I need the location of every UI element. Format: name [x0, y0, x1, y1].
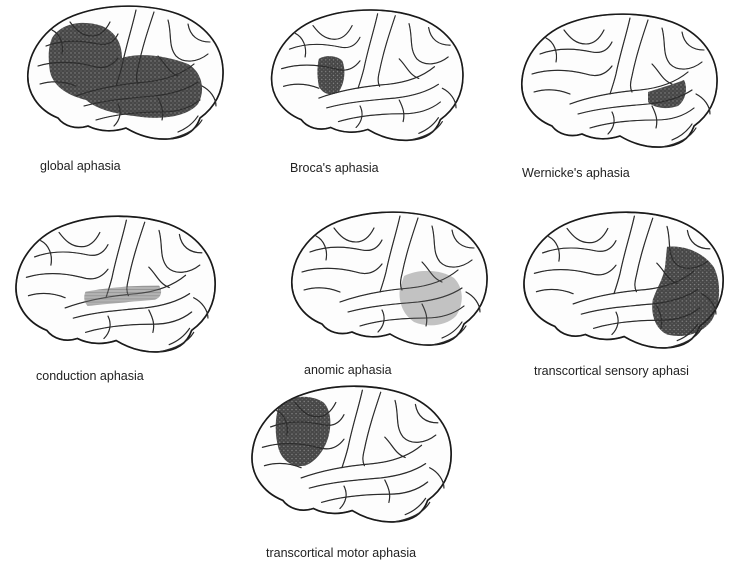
brain-gyri-overlay: [252, 386, 451, 522]
caption-wernicke: Wernicke's aphasia: [522, 166, 630, 180]
panel-transcortical-sensory: transcortical sensory aphasi: [524, 212, 723, 378]
brain-global: [28, 6, 223, 139]
brain-transcortical-motor: [252, 386, 451, 522]
caption-anomic: anomic aphasia: [304, 363, 392, 377]
brain-anomic: [292, 212, 487, 345]
brain-gyri-overlay: [272, 10, 463, 140]
brain-wernicke: [522, 14, 717, 147]
brain-broca: [272, 10, 463, 140]
caption-transcortical-sensory: transcortical sensory aphasi: [534, 364, 689, 378]
panel-broca: Broca's aphasia: [272, 10, 463, 175]
caption-global: global aphasia: [40, 159, 121, 173]
caption-transcortical-motor: transcortical motor aphasia: [266, 546, 416, 560]
brain-gyri-overlay: [524, 212, 723, 348]
brain-gyri-overlay: [522, 14, 717, 147]
brain-conduction: [16, 216, 215, 352]
panel-transcortical-motor: transcortical motor aphasia: [252, 386, 451, 560]
panel-anomic: anomic aphasia: [292, 212, 487, 377]
brain-transcortical-sensory: [524, 212, 723, 348]
brain-gyri-overlay: [292, 212, 487, 345]
caption-conduction: conduction aphasia: [36, 369, 144, 383]
brain-gyri-overlay: [16, 216, 215, 352]
caption-broca: Broca's aphasia: [290, 161, 379, 175]
panel-conduction: conduction aphasia: [16, 216, 215, 383]
panel-wernicke: Wernicke's aphasia: [522, 14, 717, 180]
panel-global: global aphasia: [28, 6, 223, 173]
brain-gyri-overlay: [28, 6, 223, 139]
